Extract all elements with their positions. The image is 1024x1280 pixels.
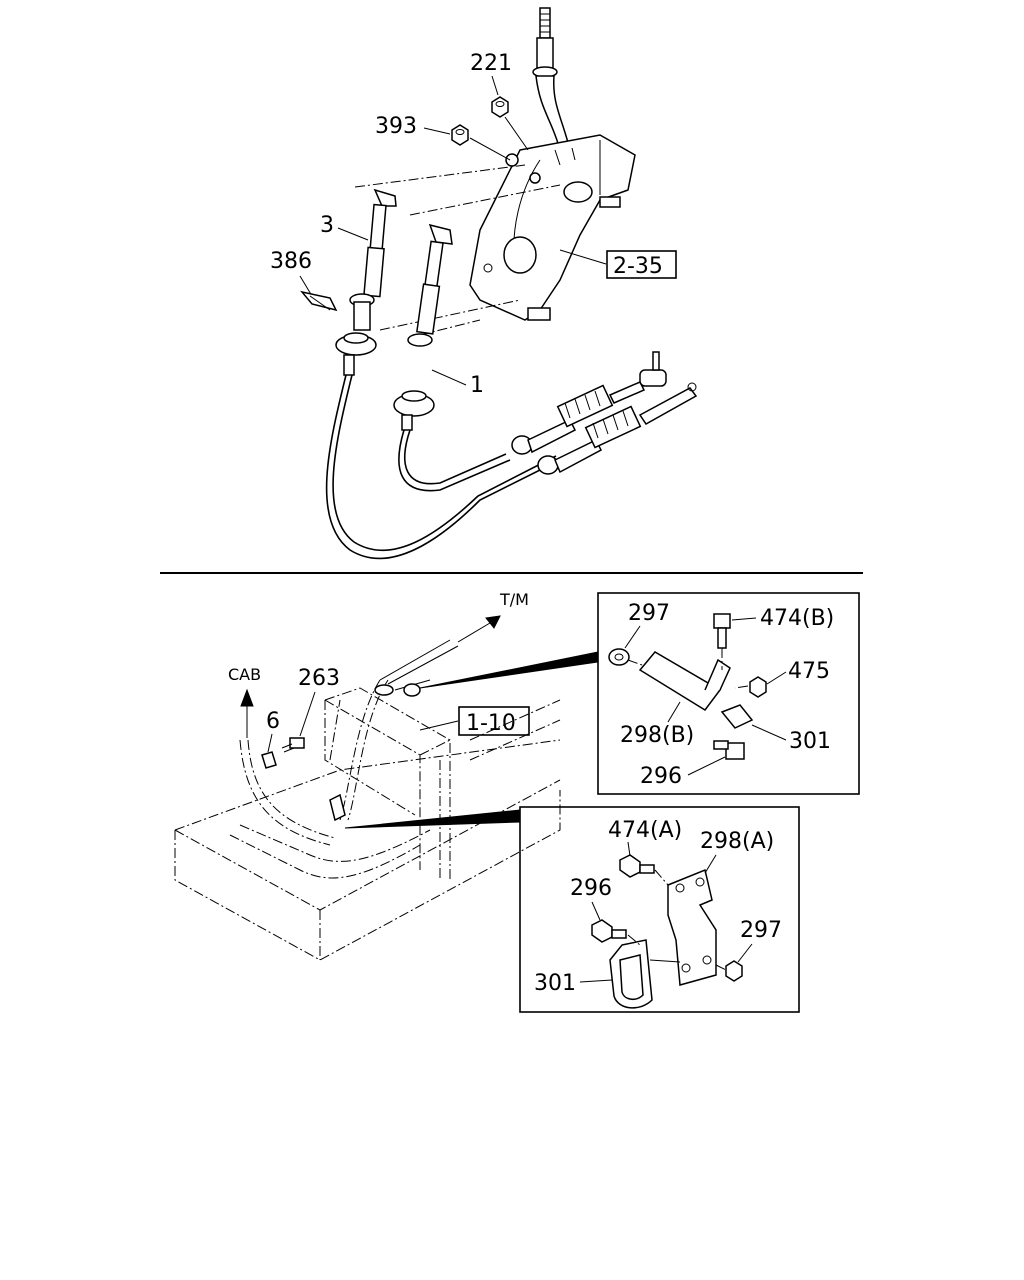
cable-3 xyxy=(325,188,561,560)
label-b-474b: 474(B) xyxy=(760,606,834,631)
label-393: 393 xyxy=(375,114,417,139)
label-b-301: 301 xyxy=(789,729,831,754)
reference-box-1-10: 1-10 xyxy=(419,706,530,736)
label-6: 6 xyxy=(266,709,280,734)
nut-393 xyxy=(451,124,469,146)
label-3: 3 xyxy=(320,213,334,238)
tunnel-cover xyxy=(324,687,451,880)
cable-1 xyxy=(393,223,511,492)
routed-cables xyxy=(239,639,459,846)
label-1: 1 xyxy=(470,373,484,398)
label-b-297: 297 xyxy=(628,601,670,626)
label-b-298b: 298(B) xyxy=(620,723,694,748)
tm-direction-arrow: T/M xyxy=(457,590,529,643)
cab-direction-arrow: CAB xyxy=(228,665,261,738)
svg-text:2-35: 2-35 xyxy=(613,254,663,279)
shift-lever-assembly xyxy=(469,7,636,321)
frame-floor xyxy=(174,699,561,961)
label-cab: CAB xyxy=(228,665,261,684)
label-tm: T/M xyxy=(499,590,529,609)
pointer-to-detail-b xyxy=(419,651,599,689)
label-a-298a: 298(A) xyxy=(700,829,774,854)
label-a-474a: 474(A) xyxy=(608,818,682,843)
transmission-cable-ends xyxy=(511,351,698,475)
svg-text:1-10: 1-10 xyxy=(466,711,516,736)
bolt-263 xyxy=(281,737,305,753)
label-b-475: 475 xyxy=(788,659,830,684)
pointer-to-detail-a xyxy=(344,809,521,829)
detail-box-a xyxy=(519,806,800,1013)
clip-6 xyxy=(261,751,277,769)
label-221: 221 xyxy=(470,51,512,76)
label-386: 386 xyxy=(270,249,312,274)
label-263: 263 xyxy=(298,666,340,691)
label-a-296: 296 xyxy=(570,876,612,901)
reference-box-2-35: 2-35 xyxy=(559,249,677,279)
label-b-296: 296 xyxy=(640,764,682,789)
detail-box-b xyxy=(597,592,860,795)
nut-221 xyxy=(491,96,509,118)
label-a-301: 301 xyxy=(534,971,576,996)
clip-386 xyxy=(300,290,338,312)
label-a-297: 297 xyxy=(740,918,782,943)
